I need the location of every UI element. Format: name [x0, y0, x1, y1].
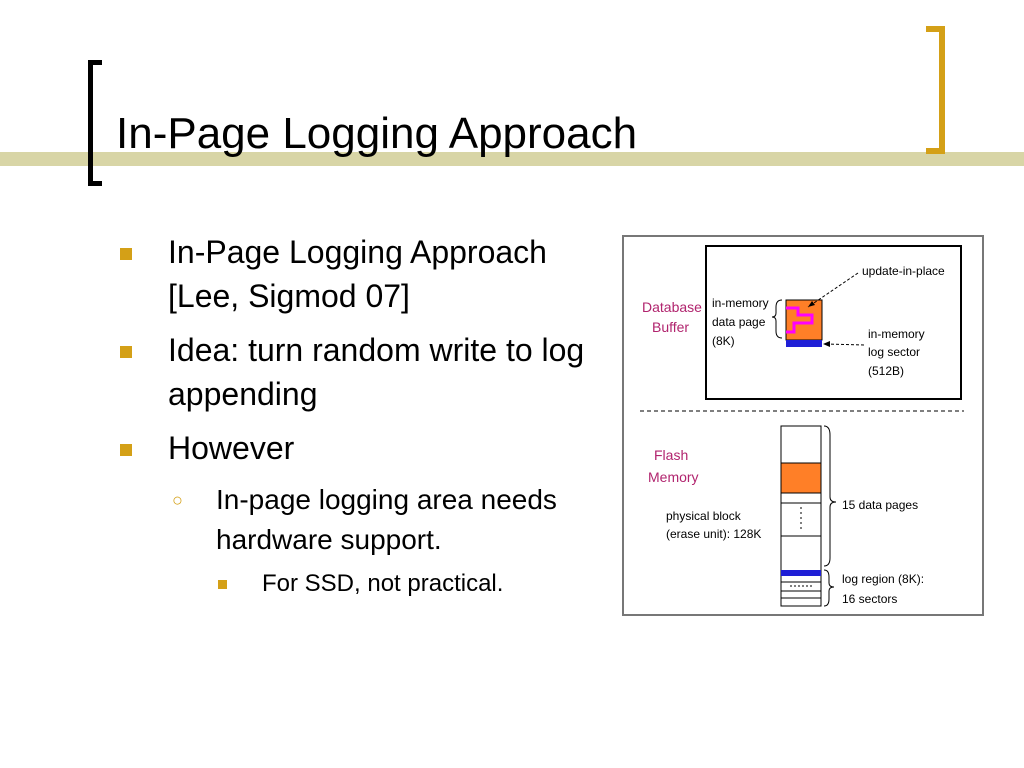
- bullet-item: However: [118, 426, 608, 470]
- bullet-text: In-Page Logging Approach [Lee, Sigmod 07…: [168, 234, 547, 314]
- database-label-line1: Database: [642, 299, 702, 315]
- data-pages-label: 15 data pages: [842, 498, 918, 512]
- right-bracket-decoration: [926, 26, 945, 154]
- bullet-text: Idea: turn random write to log appending: [168, 332, 585, 412]
- memory-label-line2: Memory: [648, 469, 699, 485]
- data-page-label-line1: in-memory: [712, 296, 769, 310]
- bullet-item: Idea: turn random write to log appending: [118, 328, 608, 416]
- log-region-brace: [823, 569, 835, 607]
- log-region-label-line1: log region (8K):: [842, 572, 924, 586]
- update-highlight: [786, 306, 814, 334]
- sub-sub-bullet-text: For SSD, not practical.: [262, 570, 504, 597]
- sub-sub-bullet-item: For SSD, not practical.: [118, 568, 608, 600]
- title-band: [0, 152, 1024, 166]
- flash-data-page-highlight: [780, 462, 822, 494]
- in-memory-data-page: [785, 299, 823, 341]
- log-sector-label-line2: log sector: [868, 345, 920, 359]
- update-in-place-label: update-in-place: [862, 264, 945, 278]
- physical-block-label-line2: (erase unit): 128K: [666, 527, 761, 541]
- in-memory-log-sector: [786, 340, 822, 347]
- flash-block: [780, 425, 822, 607]
- hollow-circle-bullet-icon: ○: [172, 490, 183, 510]
- data-page-brace: [771, 299, 783, 339]
- data-page-label-line3: (8K): [712, 334, 735, 348]
- sub-bullet-text: In-page logging area needs hardware supp…: [216, 484, 557, 555]
- physical-block-label-line1: physical block: [666, 509, 742, 523]
- slide-title: In-Page Logging Approach: [116, 109, 638, 158]
- data-pages-brace: [823, 425, 837, 567]
- square-bullet-icon: [218, 580, 227, 589]
- log-region-label-line2: 16 sectors: [842, 592, 897, 606]
- buffer-label-line2: Buffer: [652, 319, 689, 335]
- square-bullet-icon: [120, 444, 132, 456]
- bullet-text: However: [168, 430, 295, 466]
- square-bullet-icon: [120, 346, 132, 358]
- bullet-item: In-Page Logging Approach [Lee, Sigmod 07…: [118, 230, 608, 318]
- log-sector-label-line3: (512B): [868, 364, 904, 378]
- in-page-logging-diagram: Database Buffer in-memory data page (8K)…: [622, 235, 984, 616]
- flash-log-sector: [781, 570, 821, 576]
- buffer-box: [705, 245, 962, 400]
- data-page-label-line2: data page: [712, 315, 766, 329]
- bullet-list: In-Page Logging Approach [Lee, Sigmod 07…: [118, 230, 608, 600]
- flash-label-line1: Flash: [654, 447, 688, 463]
- log-sector-label-line1: in-memory: [868, 327, 925, 341]
- square-bullet-icon: [120, 248, 132, 260]
- left-bracket-decoration: [88, 60, 102, 186]
- sub-bullet-item: ○ In-page logging area needs hardware su…: [118, 480, 608, 560]
